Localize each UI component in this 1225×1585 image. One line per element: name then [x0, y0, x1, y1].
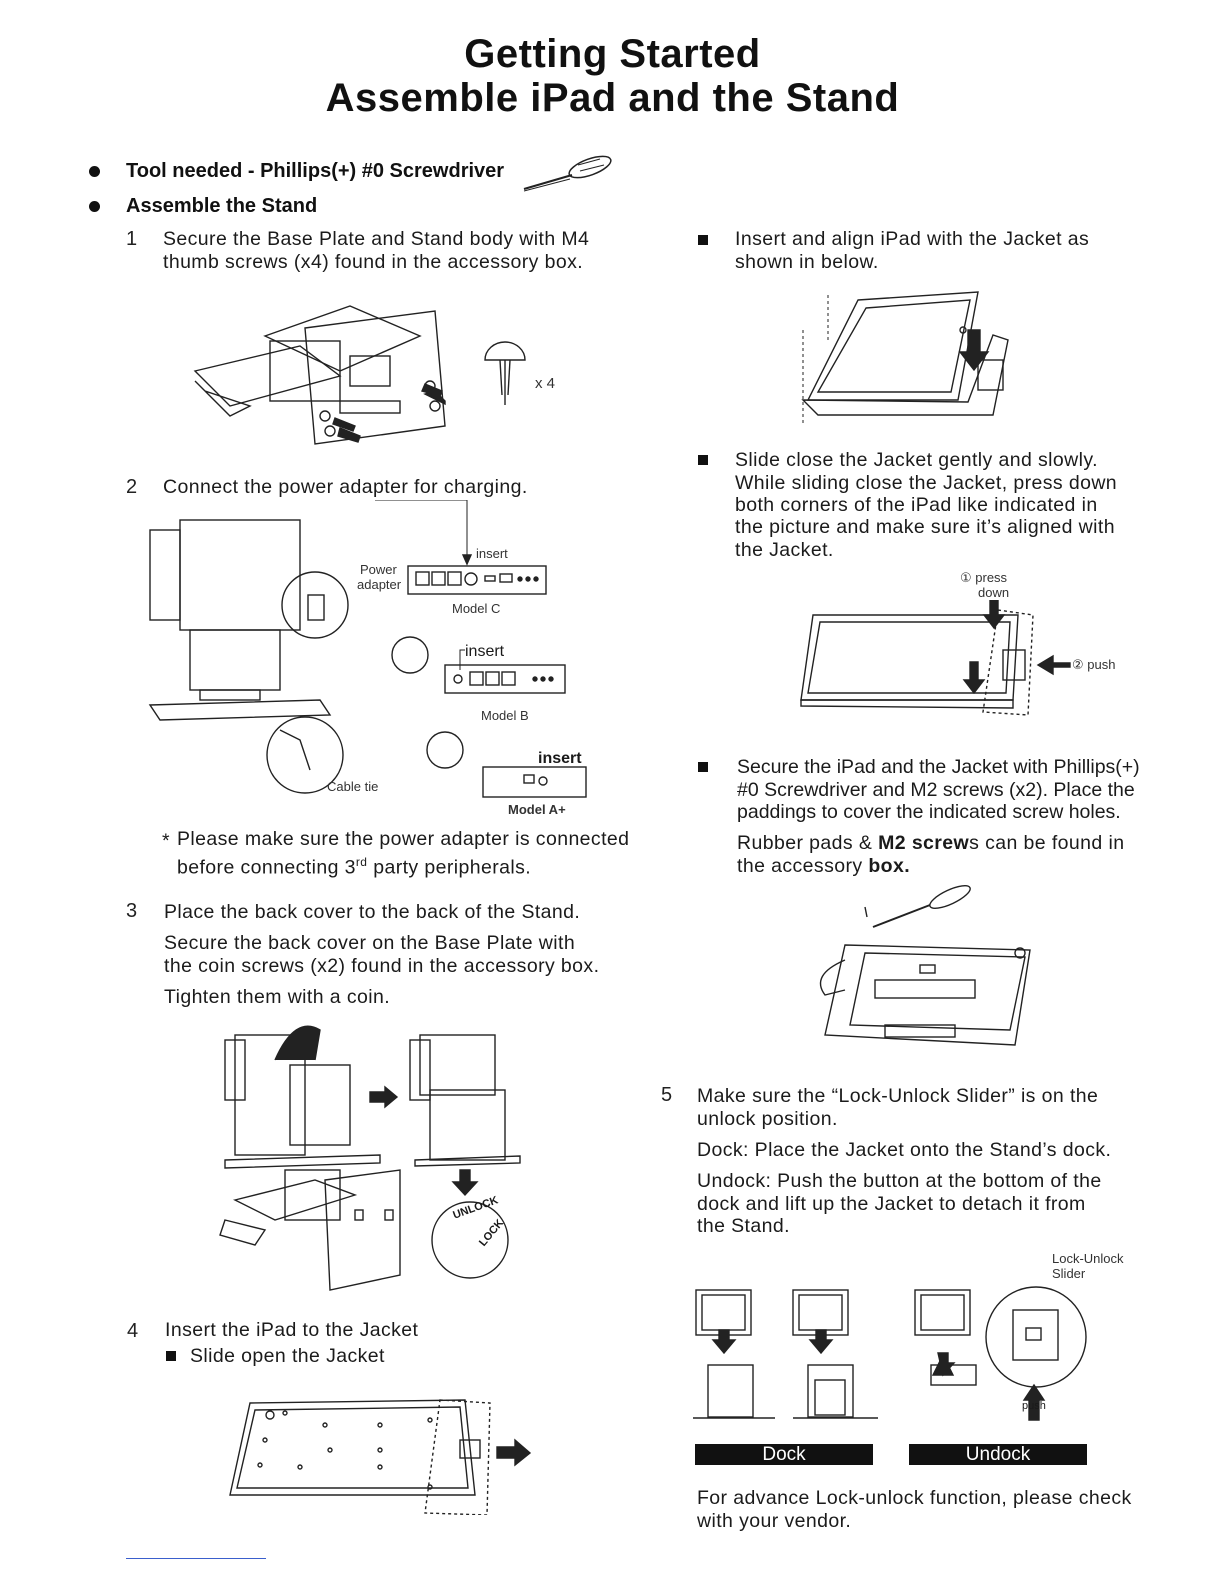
step2-text: Connect the power adapter for charging. [163, 476, 528, 498]
insert-label: insert [465, 643, 505, 660]
model-b-label: Model B [481, 708, 529, 723]
square-bullet [698, 762, 708, 772]
step-number: 5 [661, 1084, 673, 1106]
screwdriver-icon [520, 153, 612, 193]
step-number: 3 [126, 900, 138, 922]
slide-line3: both corners of the iPad like indicated … [735, 494, 1098, 516]
step4-sub: Slide open the Jacket [190, 1345, 385, 1367]
step1-line1: Secure the Base Plate and Stand body wit… [163, 228, 590, 250]
push-label: push [1022, 1400, 1046, 1412]
dock-text: Dock: Place the Jacket onto the Stand’s … [697, 1139, 1112, 1161]
dock-undock-illustration [693, 1285, 1093, 1425]
model-a-plus-label: Model A+ [508, 802, 566, 817]
page-subtitle: Assemble iPad and the Stand [325, 76, 900, 120]
undock-line1: Undock: Push the button at the bottom of… [697, 1170, 1102, 1192]
model-c-label: Model C [452, 601, 501, 616]
back-cover-illustration [215, 1020, 525, 1300]
undock-line3: the Stand. [697, 1215, 790, 1237]
undock-line2: dock and lift up the Jacket to detach it… [697, 1193, 1086, 1215]
secure-line2: #0 Screwdriver and M2 screws (x2). Place… [737, 779, 1135, 801]
step3-line4: Tighten them with a coin. [164, 986, 391, 1008]
jacket-close-illustration [798, 600, 1128, 720]
adapter-label: adapter [357, 577, 402, 592]
thumb-screw-icon [480, 340, 530, 410]
rubber-pads-line1: Rubber pads & M2 screws can be found in [737, 832, 1125, 854]
secure-screws-illustration [805, 885, 1045, 1055]
cable-tie-label: Cable tie [327, 779, 379, 794]
note-line2: before connecting 3rd party peripherals. [177, 855, 532, 879]
advance-line2: with your vendor. [697, 1510, 852, 1532]
undock-bar: Undock [909, 1444, 1087, 1465]
step5-line1: Make sure the “Lock-Unlock Slider” is on… [697, 1085, 1099, 1107]
slider-label: Lock-Unlock [1052, 1251, 1124, 1266]
bullet-dot [89, 201, 100, 212]
step1-line2: thumb screws (x4) found in the accessory… [163, 251, 584, 273]
advance-line1: For advance Lock-unlock function, please… [697, 1487, 1132, 1509]
power-adapter-illustration [140, 500, 600, 820]
insert-label: insert [538, 750, 582, 767]
slide-line2: While sliding close the Jacket, press do… [735, 472, 1118, 494]
power-label: Power [360, 562, 397, 577]
square-bullet [698, 235, 708, 245]
assemble-stand-heading: Assemble the Stand [126, 195, 318, 217]
square-bullet [166, 1351, 176, 1361]
slide-line4: the picture and make sure it’s aligned w… [735, 516, 1115, 538]
page-title: Getting Started [464, 32, 761, 76]
ipad-insert-illustration [798, 290, 1018, 430]
base-plate-stand-illustration [190, 296, 460, 456]
step-number: 2 [126, 476, 138, 498]
slider-label: Slider [1052, 1266, 1086, 1281]
screw-quantity: x 4 [535, 375, 556, 392]
push-label: ② push [1072, 657, 1116, 672]
note-asterisk: * [162, 830, 170, 852]
step-number: 1 [126, 228, 138, 250]
rubber-pads-line2: the accessory box. [737, 855, 911, 877]
secure-line3: paddings to cover the indicated screw ho… [737, 801, 1121, 823]
square-bullet [698, 455, 708, 465]
step4-text: Insert the iPad to the Jacket [165, 1319, 419, 1341]
footer-divider [126, 1558, 266, 1559]
note-line1: Please make sure the power adapter is co… [177, 828, 630, 850]
insert-align-line1: Insert and align iPad with the Jacket as [735, 228, 1090, 250]
insert-label: insert [476, 546, 508, 561]
step3-line3: the coin screws (x2) found in the access… [164, 955, 600, 977]
bullet-dot [89, 166, 100, 177]
secure-line1: Secure the iPad and the Jacket with Phil… [737, 756, 1140, 778]
step5-line2: unlock position. [697, 1108, 838, 1130]
dock-bar: Dock [695, 1444, 873, 1465]
down-label: down [978, 585, 1010, 600]
step-number: 4 [127, 1320, 139, 1342]
slide-line1: Slide close the Jacket gently and slowly… [735, 449, 1098, 471]
tool-needed-heading: Tool needed - Phillips(+) #0 Screwdriver [126, 160, 505, 182]
press-label: ① press [960, 570, 1008, 585]
insert-align-line2: shown in below. [735, 251, 879, 273]
slide-line5: the Jacket. [735, 539, 834, 561]
jacket-open-illustration [225, 1395, 535, 1515]
step3-line2: Secure the back cover on the Base Plate … [164, 932, 576, 954]
step3-line1: Place the back cover to the back of the … [164, 901, 581, 923]
